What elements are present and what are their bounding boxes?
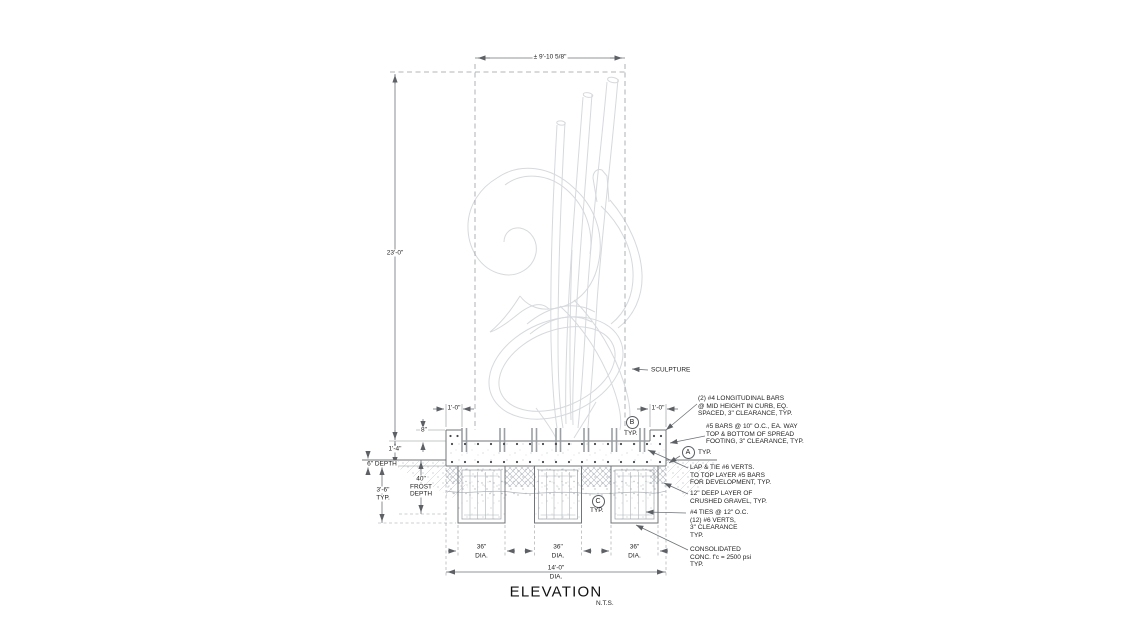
dim-pier2-dia-unit: DIA. <box>550 552 566 559</box>
dim-frost-depth: 40" <box>415 475 427 483</box>
note-line: (2) #4 LONGITUDINAL BARS <box>698 395 785 402</box>
pier-1-outline <box>457 466 506 524</box>
tube-cap-icon <box>607 76 619 84</box>
note-concrete: CONSOLIDATED CONC. f'c = 2500 psi TYP. <box>690 546 751 569</box>
note-line: LAP & TIE #6 VERTS. <box>690 464 755 471</box>
dim-overall-dia-unit: DIA. <box>548 573 564 580</box>
ties-leader <box>645 509 687 515</box>
concrete-leader <box>635 524 689 551</box>
note-line: @ MID HEIGHT IN CURB, EQ. <box>698 402 788 410</box>
note-line: TO TOP LAYER #5 BARS <box>690 471 765 479</box>
dim-pier1-dia-unit: DIA. <box>474 552 489 559</box>
dim-frost-depth: FROST <box>408 483 434 490</box>
sculpture-leader <box>631 366 649 373</box>
dim-frost-depth: DEPTH <box>408 490 434 498</box>
dim-pier3-dia-unit: DIA. <box>627 552 642 559</box>
note-line: CRUSHED GRAVEL, TYP. <box>690 497 767 505</box>
note-longitudinal-bars: (2) #4 LONGITUDINAL BARS @ MID HEIGHT IN… <box>698 395 792 418</box>
dim-pier2-dia: 36" <box>552 543 564 551</box>
dim-pier3-dia: 36" <box>628 543 641 551</box>
note-line: 12" DEEP LAYER OF <box>690 490 753 497</box>
detail-marker-a-typ: TYP. <box>698 448 712 456</box>
note-line: CONC. f'c = 2500 psi <box>690 553 752 561</box>
note-line: 3" CLEARANCE <box>690 524 738 531</box>
pier-2-outline <box>534 466 582 524</box>
note-line: CONSOLIDATED <box>690 546 741 553</box>
soil-hatch <box>398 441 714 523</box>
note-line: TYP. <box>690 561 704 568</box>
note-line: FOR DEVELOPMENT, TYP. <box>690 479 772 486</box>
foundation-linework <box>362 429 717 524</box>
note-ties-verts: #4 TIES @ 12" O.C. (12) #6 VERTS, 3" CLE… <box>690 509 748 539</box>
tube-cap-icon <box>582 92 594 98</box>
dimension-lines <box>365 55 678 575</box>
detail-marker-b-typ: TYP. <box>624 429 638 437</box>
tube-cap-icon <box>556 120 566 126</box>
detail-marker-c-typ: TYP. <box>590 507 604 514</box>
dim-embed-depth: 6" DEPTH <box>366 460 398 468</box>
dim-overall-height: 23'-0" <box>385 249 405 257</box>
extension-lines <box>389 404 667 467</box>
note-line: FOOTING, 3" CLEARANCE, TYP. <box>706 438 804 445</box>
footing-bars-leader <box>669 435 706 445</box>
sculpture-label: SCULPTURE <box>651 366 691 374</box>
note-line: #4 TIES @ 12" O.C. <box>690 509 749 516</box>
dim-overall-width: ± 9'-10 5/8" <box>532 53 568 61</box>
note-spread-footing-bars: #5 BARS @ 10" O.C., EA. WAY TOP & BOTTOM… <box>706 423 804 446</box>
dim-overall-dia: 14'-0" <box>546 564 566 572</box>
lap-tie-leader <box>647 449 689 469</box>
leader-lines <box>631 366 706 551</box>
dim-footing-thickness: 1'-4" <box>387 445 403 453</box>
scale-note: N.T.S. <box>596 600 614 607</box>
note-gravel: 12" DEEP LAYER OF CRUSHED GRAVEL, TYP. <box>690 490 767 505</box>
dim-curb-width-left: 1'-0" <box>446 404 462 412</box>
note-line: #5 BARS @ 10" O.C., EA. WAY <box>706 423 798 430</box>
section-a-leader <box>668 455 681 464</box>
pier-reinforcement <box>461 469 655 520</box>
dim-pier-depth: 3'-6" <box>375 486 391 494</box>
rebar-dots <box>449 434 663 464</box>
note-line: TOP & BOTTOM OF SPREAD <box>706 430 795 438</box>
construction-dashed-lines <box>390 64 626 430</box>
dim-curb-height: 8" <box>420 426 428 434</box>
sculpture-artwork <box>467 76 643 439</box>
dim-curb-width-right: 1'-0" <box>650 404 666 412</box>
note-lap-tie: LAP & TIE #6 VERTS. TO TOP LAYER #5 BARS… <box>690 464 771 487</box>
drawing-title: ELEVATION <box>509 583 603 601</box>
note-line: SPACED, 3" CLEARANCE, TYP. <box>698 410 793 417</box>
note-line: (12) #6 VERTS, <box>690 516 736 524</box>
detail-marker-c: C <box>591 494 605 508</box>
dim-pier1-dia: 36" <box>475 543 488 551</box>
vertical-rebar <box>461 428 646 452</box>
dim-pier-depth-typ: TYP. <box>375 494 391 502</box>
longitudinal-bars-leader <box>665 403 698 431</box>
note-line: TYP. <box>690 531 704 539</box>
gravel-leader <box>663 482 689 495</box>
detail-marker-b: B <box>625 415 639 429</box>
pier-3-outline <box>610 466 659 524</box>
detail-marker-a: A <box>681 445 695 459</box>
